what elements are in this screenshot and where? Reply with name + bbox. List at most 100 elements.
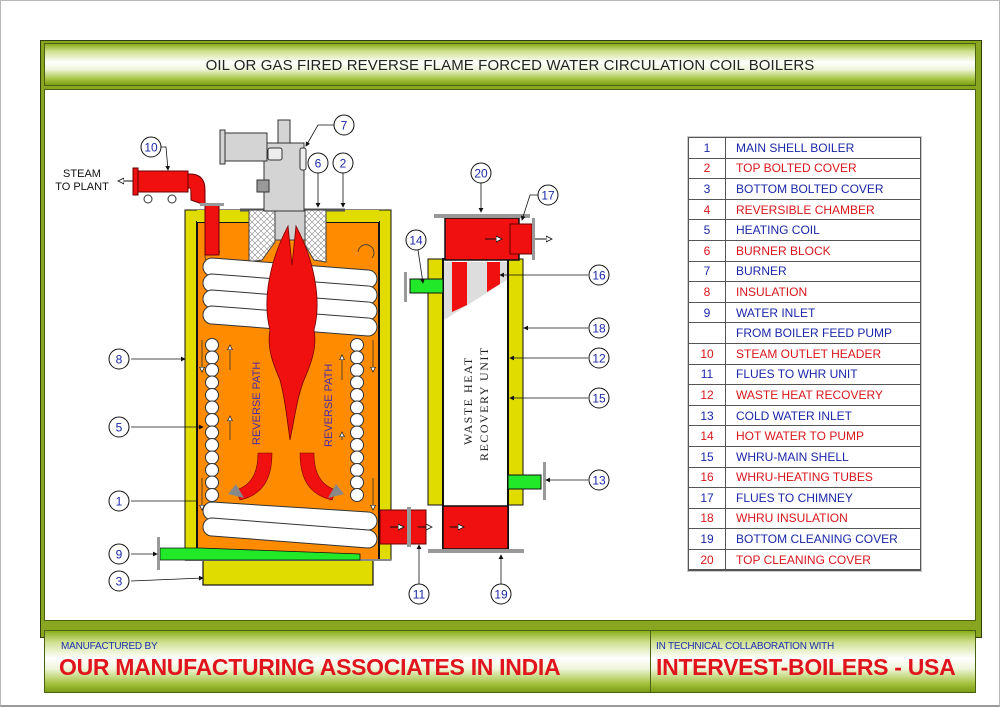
coil-turn <box>205 413 219 427</box>
steam-label-line2: TO PLANT <box>55 181 109 193</box>
callout-13: 13 <box>588 469 610 491</box>
legend-text: FLUES TO WHR UNIT <box>725 364 920 386</box>
callout-number: 10 <box>144 141 158 155</box>
coil-turn <box>205 388 219 402</box>
steam-outlet-header <box>118 167 224 256</box>
callout-14: 14 <box>405 229 427 251</box>
callout-number: 3 <box>116 575 123 589</box>
legend-number: 15 <box>689 446 726 468</box>
legend-number: 1 <box>689 138 726 159</box>
legend-text: BOTTOM BOLTED COVER <box>725 178 920 200</box>
callout-number: 12 <box>592 352 606 366</box>
footer-manufacturer: MANUFACTURED BY OUR MANUFACTURING ASSOCI… <box>45 631 651 692</box>
coil-turn <box>350 375 364 390</box>
coil-turn <box>350 388 364 402</box>
callout-number: 5 <box>116 421 123 435</box>
coil-turn <box>350 438 364 452</box>
coil-turn <box>205 375 219 390</box>
coil-turn <box>350 413 364 427</box>
coil-turn <box>350 425 364 440</box>
legend-number: 8 <box>689 281 726 303</box>
legend-number: 4 <box>689 199 726 221</box>
callout-2: 2 <box>332 152 354 174</box>
legend-number: 16 <box>689 467 726 489</box>
legend-number: 13 <box>689 405 726 427</box>
coil-turn <box>205 450 219 465</box>
legend-number: 12 <box>689 384 726 406</box>
whru-label-line1: WASTE HEAT <box>461 356 475 445</box>
legend-text: WHRU INSULATION <box>725 508 920 530</box>
legend-number: 7 <box>689 261 726 283</box>
burner <box>219 119 307 212</box>
legend-number: 5 <box>689 219 726 241</box>
callout-number: 1 <box>116 495 123 509</box>
legend-number: 10 <box>689 343 726 365</box>
coil-turn <box>205 488 219 502</box>
coil-turn <box>205 438 219 452</box>
flame-icon <box>266 224 318 441</box>
callout-7: 7 <box>333 114 355 136</box>
callout-number: 6 <box>315 157 322 171</box>
coil-turn <box>350 350 364 365</box>
callout-19: 19 <box>490 583 512 605</box>
bottom-cleaning-cover <box>428 549 524 553</box>
reverse-path-label-right: REVERSE PATH <box>323 363 335 447</box>
legend-number: 9 <box>689 302 726 324</box>
callout-number: 20 <box>474 167 488 181</box>
collaboration-label: IN TECHNICAL COLLABORATION WITH <box>656 641 835 652</box>
coil-turn <box>205 350 219 365</box>
callout-number: 15 <box>592 392 606 406</box>
legend-text: WATER INLET <box>725 302 920 324</box>
legend-number: 3 <box>689 178 726 200</box>
callout-16: 16 <box>588 264 610 286</box>
coil-turn <box>205 338 219 352</box>
water-inlet <box>157 537 361 570</box>
callout-20: 20 <box>470 162 492 184</box>
legend-text: WASTE HEAT RECOVERY <box>725 384 920 406</box>
coil-turn <box>350 338 364 352</box>
legend-text: BOTTOM CLEANING COVER <box>725 528 920 550</box>
legend-number: 2 <box>689 158 726 180</box>
legend-text: FLUES TO CHIMNEY <box>725 487 920 509</box>
legend-text: HOT WATER TO PUMP <box>725 425 920 447</box>
steam-to-plant-label: STEAM TO PLANT <box>52 168 112 194</box>
legend-text: WHRU-MAIN SHELL <box>725 446 920 468</box>
callout-number: 17 <box>541 189 555 203</box>
callout-9: 9 <box>108 543 130 565</box>
callout-number: 13 <box>592 474 606 488</box>
legend-number: 18 <box>689 508 726 530</box>
legend-number <box>689 322 726 344</box>
legend-text: STEAM OUTLET HEADER <box>725 343 920 365</box>
callout-8: 8 <box>108 348 130 370</box>
steam-label-line1: STEAM <box>63 168 101 180</box>
manufactured-by-label: MANUFACTURED BY <box>61 641 158 652</box>
legend-text: REVERSIBLE CHAMBER <box>725 199 920 221</box>
callout-number: 2 <box>340 157 347 171</box>
legend-number: 6 <box>689 240 726 262</box>
coil-turn <box>205 463 219 477</box>
waste-heat-recovery-unit <box>390 214 552 553</box>
coil-turn <box>350 463 364 477</box>
callout-15: 15 <box>588 387 610 409</box>
callout-number: 7 <box>341 119 348 133</box>
legend-text: HEATING COIL <box>725 219 920 241</box>
legend-row: FROM BOILER FEED PUMP <box>689 322 920 344</box>
legend-text: COLD WATER INLET <box>725 405 920 427</box>
burner-block <box>248 209 327 263</box>
footer-collaboration: IN TECHNICAL COLLABORATION WITH INTERVES… <box>650 631 975 692</box>
callout-number: 19 <box>494 588 508 602</box>
coil-turn <box>205 400 219 415</box>
